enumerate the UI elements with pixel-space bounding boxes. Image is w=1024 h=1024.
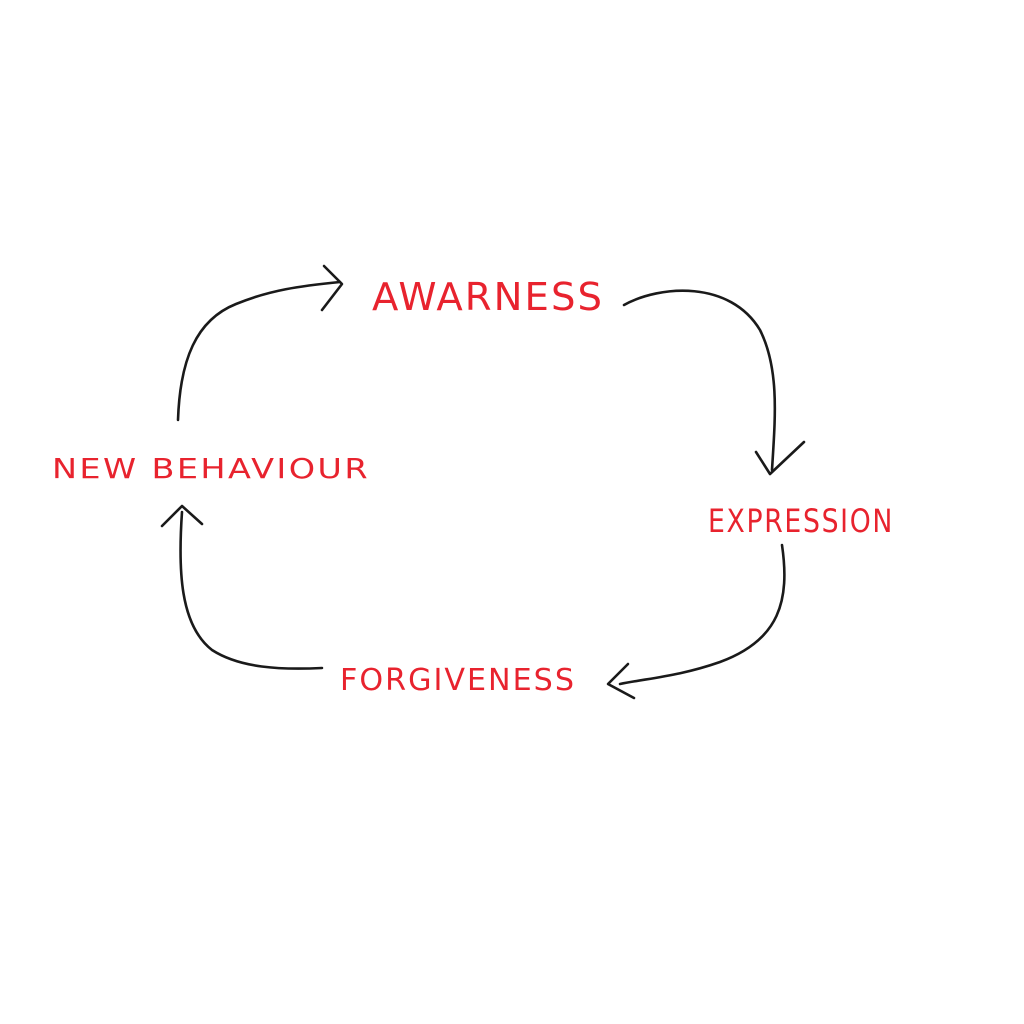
arrow-expression-to-forgiveness-curve	[618, 543, 786, 686]
arrow-awareness-to-expression-head	[754, 440, 806, 476]
arrow-forgiveness-to-new-behaviour-curve	[179, 510, 324, 670]
arrow-forgiveness-to-new-behaviour	[160, 504, 324, 670]
arrow-expression-to-forgiveness-head	[606, 662, 636, 700]
arrow-awareness-to-expression	[622, 289, 806, 476]
arrow-new-behaviour-to-awareness-head	[320, 264, 344, 312]
node-awareness: AWARNESS	[372, 275, 604, 319]
arrow-awareness-to-expression-curve	[622, 289, 777, 472]
arrow-expression-to-forgiveness	[606, 543, 786, 700]
arrow-new-behaviour-to-awareness	[176, 264, 344, 422]
node-expression: EXPRESSION	[708, 502, 894, 540]
arrow-forgiveness-to-new-behaviour-head	[160, 504, 204, 528]
arrow-new-behaviour-to-awareness-curve	[176, 280, 342, 422]
node-forgiveness: FORGIVENESS	[340, 663, 576, 698]
node-new-behaviour: NEW BEHAVIOUR	[52, 452, 370, 485]
